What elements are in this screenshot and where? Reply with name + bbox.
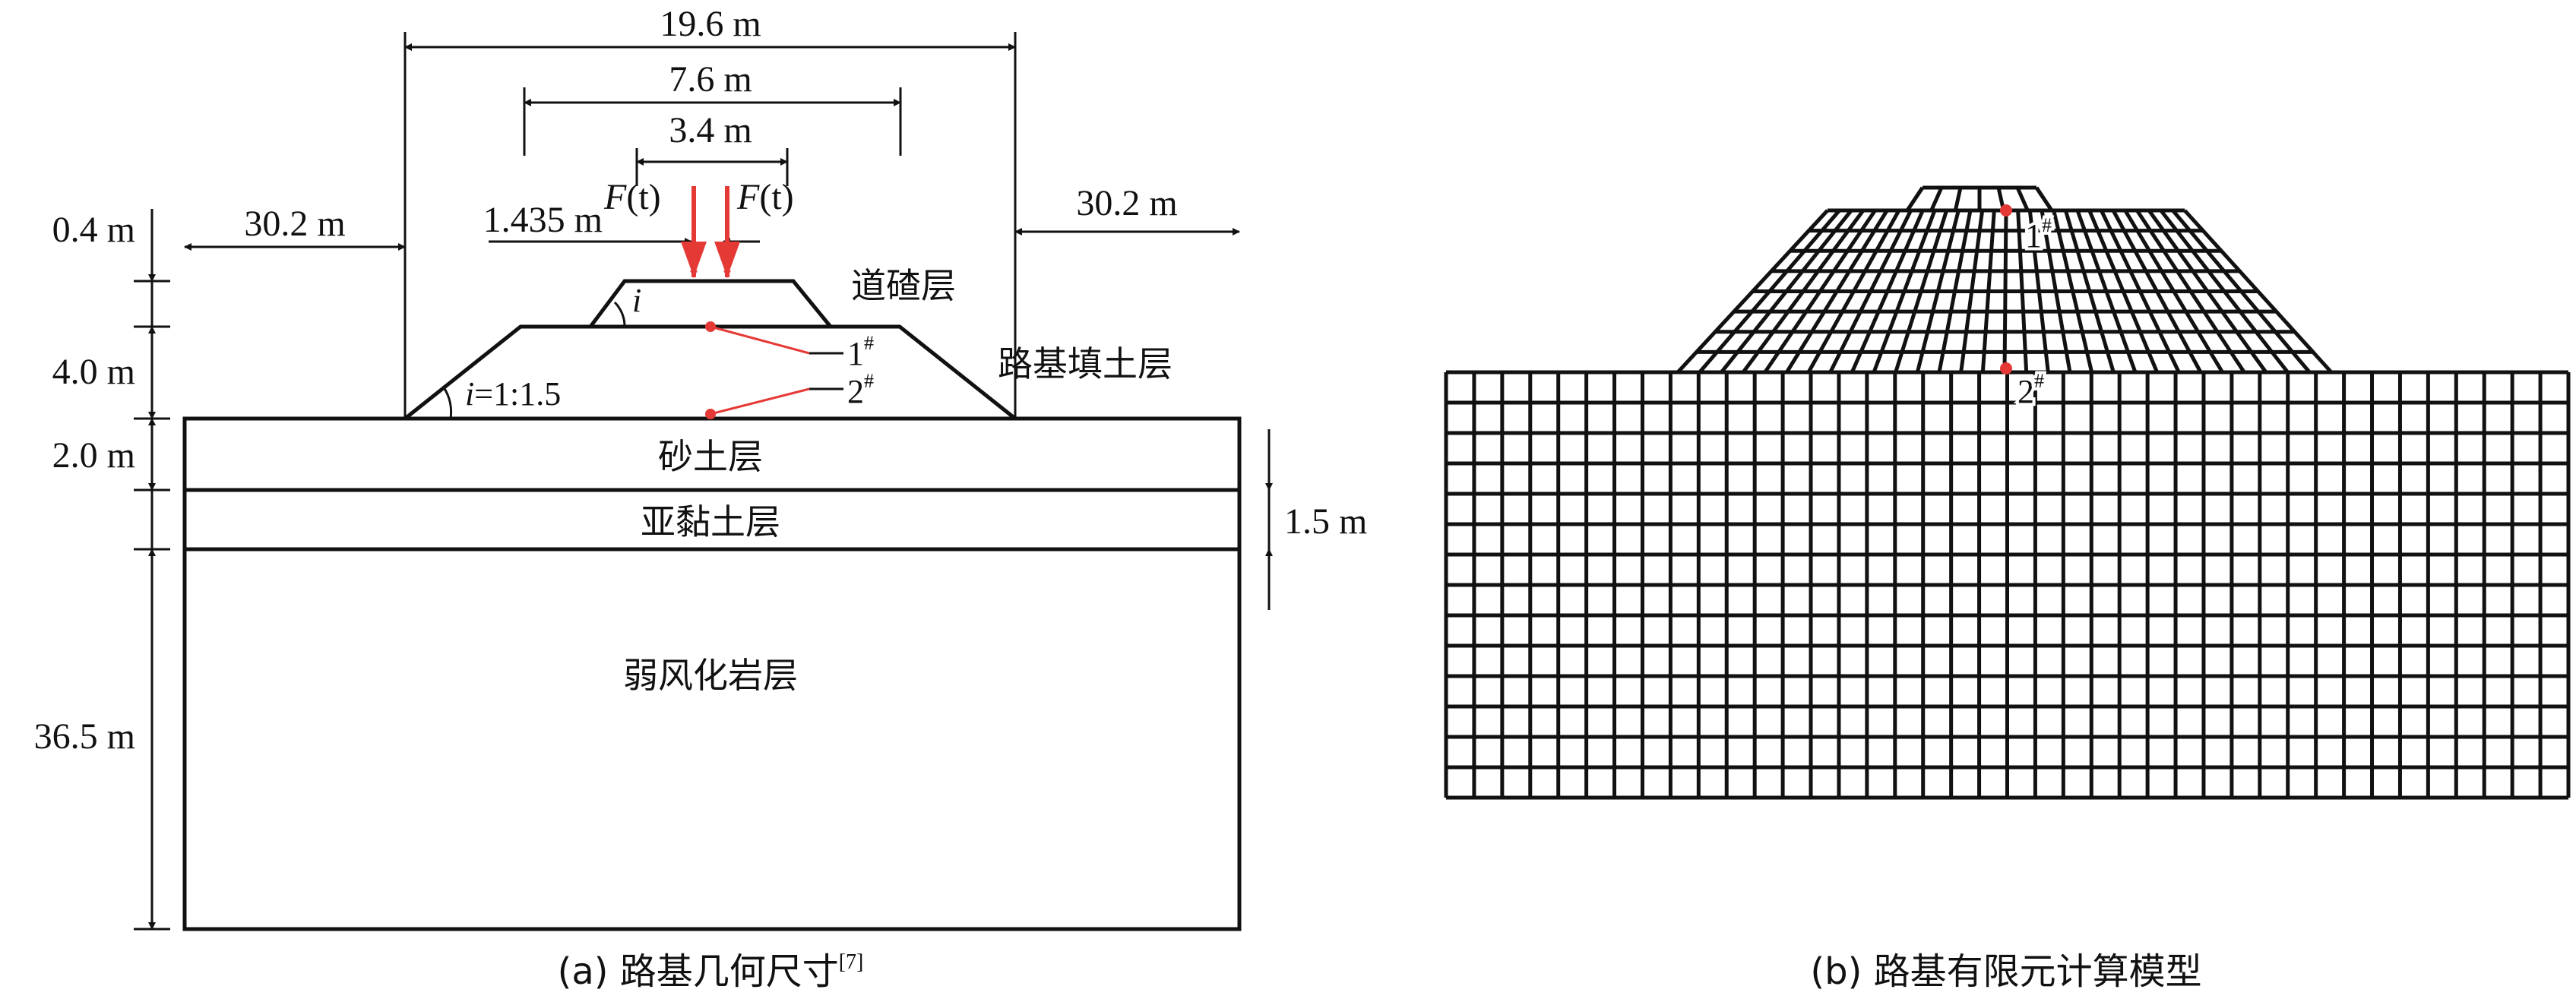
mesh-ballast-edge — [1905, 186, 1925, 212]
monitor-point-2-a — [705, 409, 716, 419]
monitor-point-1-b — [2000, 204, 2012, 217]
mesh-fill-vline — [2016, 210, 2029, 373]
mesh-fill-vline — [1959, 210, 1985, 373]
mesh-fill-vline — [2171, 209, 2312, 374]
panel-a — [134, 32, 1273, 931]
mesh-ballast-vline — [1929, 186, 1944, 212]
dim-label-clay-h: 1.5 m — [1284, 501, 1367, 542]
mesh-fill-vline — [2063, 210, 2116, 373]
mesh-fill-vline — [2135, 209, 2246, 374]
dim-label-76: 7.6 m — [669, 59, 752, 100]
mesh-fill-vline — [2183, 209, 2333, 374]
dim-label-fill-h: 4.0 m — [52, 352, 135, 392]
mesh-fill-vline — [2147, 209, 2268, 374]
point-1-label-a-sup: # — [864, 332, 874, 354]
caption-a-ref: [7] — [839, 950, 864, 974]
point-1-label-a-num: 1 — [847, 335, 864, 372]
mesh-ballast-edge — [2034, 186, 2054, 212]
load-label-left: F(t) — [603, 177, 661, 217]
caption-a-text: (a) 路基几何尺寸 — [558, 950, 839, 993]
layer-label-fill: 路基填土层 — [998, 343, 1172, 384]
fill-slope-angle-arc — [442, 387, 453, 419]
point-1-label-b-num: 1 — [2025, 217, 2042, 254]
monitor-point-1-a — [705, 321, 716, 332]
point-2-label-a-num: 2 — [847, 373, 864, 410]
mesh-fill-vline — [1741, 209, 1866, 374]
dim-label-196: 19.6 m — [660, 4, 761, 44]
mesh-fill-vline — [1720, 209, 1853, 374]
mesh-fill-vline — [2123, 209, 2224, 374]
dim-label-ballast-h: 0.4 m — [52, 210, 135, 250]
point-2-label-a-sup: # — [864, 370, 874, 392]
leader-point-2 — [710, 387, 810, 416]
load-arrow-right-head — [714, 242, 740, 277]
fe-mesh — [1444, 185, 2571, 800]
mesh-fill-vline — [1698, 209, 1841, 374]
dim-label-sand-h: 2.0 m — [52, 435, 135, 476]
mesh-fill-vline — [1806, 209, 1901, 374]
mesh-fill-vline — [2002, 210, 2008, 373]
mesh-fill-vline — [1785, 209, 1889, 374]
load-label-right-F: F — [736, 177, 760, 217]
ballast-outline — [589, 279, 832, 328]
mesh-fill-vline — [1872, 210, 1937, 373]
mesh-fill-vline — [1676, 209, 1829, 374]
layer-label-clay: 亚黏土层 — [641, 501, 780, 542]
point-1-label-a: 1# — [847, 332, 874, 372]
mesh-fill-vline — [2027, 210, 2050, 373]
layer-label-rock: 弱风化岩层 — [623, 655, 798, 696]
leader-point-1 — [710, 325, 810, 355]
load-arrow-left-head — [681, 242, 707, 277]
mesh-fill-vline — [2159, 209, 2290, 374]
mesh-fill-vline — [2075, 210, 2138, 373]
dim-label-rock-h: 36.5 m — [34, 716, 135, 757]
mesh-fill-vline — [1828, 209, 1913, 374]
mesh-fill-vline — [1980, 210, 1996, 373]
mesh-fill-vline — [2052, 210, 2094, 373]
dim-label-left-ext: 30.2 m — [244, 204, 345, 244]
mesh-fill-vline — [1937, 210, 1973, 373]
layer-label-sand: 砂土层 — [658, 436, 763, 477]
point-2-label-b-num: 2 — [2017, 373, 2034, 410]
point-1-label-b: 1# — [2025, 214, 2052, 254]
mesh-ballast-vline — [1953, 187, 1963, 211]
ballast-slope-angle-arc — [613, 301, 626, 327]
load-label-left-F: F — [603, 177, 627, 217]
layer-label-ballast: 道碴层 — [851, 265, 956, 306]
point-2-label-b: 2# — [2017, 370, 2044, 410]
dim-label-right-ext: 30.2 m — [1076, 183, 1177, 223]
mesh-fill-vline — [2111, 209, 2203, 374]
mesh-fill-vline — [2100, 209, 2181, 374]
load-label-right-t: (t) — [759, 177, 793, 217]
point-1-label-b-sup: # — [2042, 214, 2052, 236]
ballast-slope-label: i — [632, 282, 641, 319]
mesh-fill-vline — [2040, 210, 2072, 373]
point-2-label-b-sup: # — [2034, 370, 2044, 392]
mesh-fill-vline — [1915, 210, 1960, 373]
monitor-point-2-b — [2000, 362, 2012, 375]
mesh-fill-vline — [1850, 209, 1925, 374]
fill-slope-label-i: i — [465, 375, 474, 412]
point-2-label-a: 2# — [847, 370, 874, 410]
load-label-left-t: (t) — [626, 177, 660, 217]
dim-label-gauge: 1.435 m — [483, 200, 603, 240]
mesh-fill-vline — [1894, 210, 1949, 373]
mesh-fill-vline — [1763, 209, 1877, 374]
mesh-ballast-vline — [2015, 186, 2030, 212]
mesh-fill-vline — [2087, 210, 2159, 373]
caption-a: (a) 路基几何尺寸[7] — [558, 950, 864, 993]
fill-slope-label-ratio: =1:1.5 — [474, 375, 561, 412]
fill-slope-label: i=1:1.5 — [465, 375, 561, 412]
dim-label-34: 3.4 m — [669, 110, 752, 150]
caption-b: (b) 路基有限元计算模型 — [1810, 950, 2201, 993]
load-label-right: F(t) — [736, 177, 794, 217]
